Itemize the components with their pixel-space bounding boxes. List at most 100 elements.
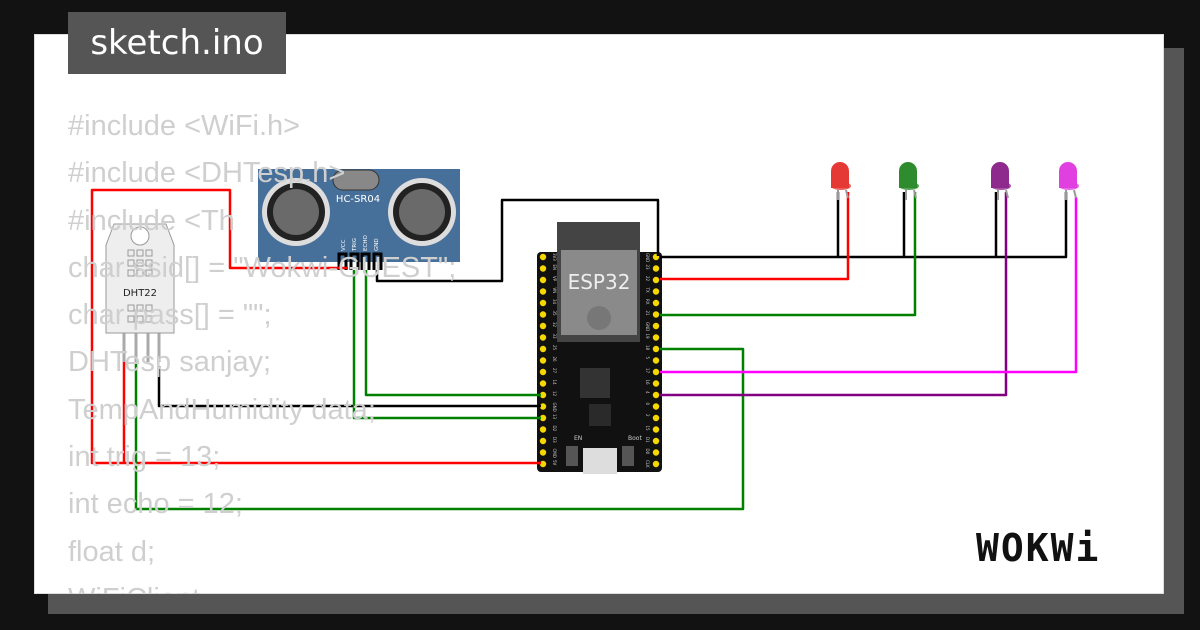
esp32-pin-label: 19: [645, 334, 650, 340]
esp32-pin[interactable]: [539, 265, 547, 272]
pin-label: GND: [374, 238, 380, 251]
esp32-pin[interactable]: [652, 449, 660, 456]
hc-sr04-label: HC-SR04: [336, 194, 380, 205]
wire-echo: [364, 270, 541, 397]
esp32-pin[interactable]: [539, 437, 547, 445]
esp32-pin-label: GND: [645, 322, 650, 331]
esp32-pin[interactable]: [539, 276, 547, 284]
esp32-pin-label: CMD: [552, 449, 557, 458]
esp32-pin[interactable]: [539, 403, 547, 410]
esp32-pin-label: GND: [645, 253, 650, 262]
esp32-pin[interactable]: [652, 380, 660, 387]
wire-dht-data: [134, 347, 745, 511]
esp32-pin[interactable]: [652, 460, 660, 468]
esp32-pin[interactable]: [539, 460, 547, 468]
esp32-pin[interactable]: [539, 311, 547, 318]
esp32-pin[interactable]: [539, 357, 547, 364]
esp32-pin-label: 33: [552, 334, 557, 340]
esp32-pin[interactable]: [652, 403, 660, 410]
led[interactable]: [1059, 162, 1079, 200]
esp32-pin[interactable]: [652, 334, 660, 341]
dht22-sensor[interactable]: DHT22: [105, 223, 175, 362]
esp32-pin-label: 23: [645, 265, 650, 271]
esp32-pin-label: 26: [552, 357, 557, 363]
esp32-pin[interactable]: [539, 288, 547, 295]
esp32-pin-label: 5: [645, 357, 650, 360]
led[interactable]: [899, 162, 919, 200]
esp32-pin[interactable]: [539, 334, 547, 341]
wire-led-red: [660, 192, 850, 281]
esp32-pin[interactable]: [652, 391, 660, 399]
wire-power: [90, 188, 541, 465]
led-body: [1059, 162, 1077, 188]
wire-led-magenta: [660, 197, 1078, 374]
esp32-pin-label: 2: [645, 414, 650, 417]
esp32-pin[interactable]: [652, 437, 660, 445]
esp32-pin-label: 18: [645, 345, 650, 351]
esp32-pin-label: 22: [645, 276, 650, 282]
esp32-pin-label: D0: [645, 449, 650, 455]
esp32-pin[interactable]: [652, 414, 660, 422]
esp32-pin-label: D1: [645, 437, 650, 443]
wire-hc-gnd: [375, 198, 660, 283]
esp32-pin[interactable]: [539, 449, 547, 456]
esp32-pin-label: 0: [645, 403, 650, 406]
esp32-pin[interactable]: [539, 345, 547, 353]
esp32-pin[interactable]: [539, 299, 547, 307]
esp32-pin[interactable]: [652, 299, 660, 307]
esp32-pin[interactable]: [539, 426, 547, 433]
esp32-pin[interactable]: [539, 368, 547, 376]
wire-led-green: [660, 192, 917, 317]
esp32-pin[interactable]: [652, 288, 660, 295]
esp32-pin[interactable]: [652, 357, 660, 364]
dht22-label: DHT22: [123, 288, 157, 299]
pin-label: VCC: [341, 239, 347, 251]
esp32-pin-label: 3V3: [552, 253, 557, 261]
esp32-pin-label: 17: [645, 368, 650, 374]
esp32-pin-label: 15: [645, 426, 650, 432]
hc-sr04-sensor[interactable]: HC-SR04 VCC TRIG ECHO GND: [258, 169, 460, 270]
pin-label: TRIG: [352, 238, 358, 252]
esp32-pin-label: 13: [552, 414, 557, 420]
wire-led-gnd: [660, 192, 1068, 259]
esp32-pin[interactable]: [652, 311, 660, 318]
boot-label: Boot: [628, 435, 642, 442]
esp32-pin-label: VN: [552, 288, 557, 294]
esp32-pin-label: 5V: [552, 460, 557, 466]
esp32-pin[interactable]: [652, 345, 660, 353]
esp32-pin[interactable]: [652, 322, 660, 330]
esp32-pin-label: TX: [645, 287, 650, 293]
esp32-pin[interactable]: [652, 426, 660, 433]
led-body: [831, 162, 849, 188]
esp32-pin-label: 25: [552, 345, 557, 351]
led[interactable]: [831, 162, 851, 200]
esp32-pin[interactable]: [652, 368, 660, 376]
esp32-pin[interactable]: [539, 322, 547, 330]
wire-dht-gnd: [157, 366, 541, 408]
esp32-pin-label: 4: [645, 391, 650, 394]
esp32-pin[interactable]: [539, 380, 547, 387]
esp32-pin-label: 12: [552, 391, 557, 397]
esp32-pin[interactable]: [539, 414, 547, 422]
esp32-pin-label: 35: [552, 311, 557, 317]
esp32-pin[interactable]: [539, 253, 547, 261]
file-title: sketch.ino: [68, 12, 286, 74]
wokwi-logo: WOKWi: [976, 526, 1101, 570]
esp32-pin-label: RX: [645, 299, 650, 305]
led-body: [991, 162, 1009, 188]
pin-label: ECHO: [363, 235, 369, 251]
esp32-pin-label: CLK: [645, 460, 650, 468]
esp32-board[interactable]: ESP32 EN Boot 3V3ENVPVN34353233252627141…: [537, 222, 662, 474]
wires: [90, 188, 1078, 511]
led-body: [899, 162, 917, 188]
esp32-pin[interactable]: [652, 276, 660, 284]
esp32-pin-label: 16: [645, 380, 650, 386]
esp32-pin[interactable]: [539, 391, 547, 399]
esp32-pin-label: D2: [552, 426, 557, 432]
led[interactable]: [991, 162, 1011, 200]
esp32-pin-label: VP: [552, 276, 557, 282]
esp32-pin-label: 14: [552, 380, 557, 386]
esp32-pin[interactable]: [652, 265, 660, 272]
esp32-pin-label: EN: [552, 265, 557, 271]
